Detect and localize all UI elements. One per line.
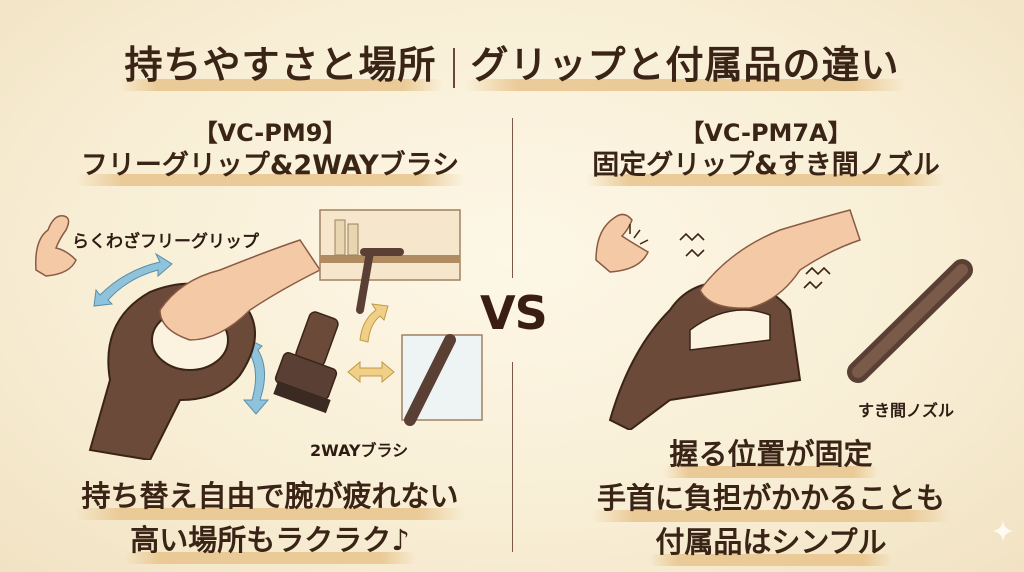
left-benefits: 持ち替え自由で腕が疲れない 高い場所もラクラク♪: [35, 474, 505, 564]
2way-brush-label: 2WAYブラシ: [310, 441, 409, 460]
shelf-scene-illustration: [319, 209, 461, 314]
sparkle-icon: [992, 520, 1014, 542]
left-model-subtitle: フリーグリップ&2WAYブラシ: [74, 148, 466, 186]
strain-squiggle-icon: [679, 232, 831, 290]
fixed-grip-handle-illustration: [608, 209, 861, 430]
left-benefit-1: 持ち替え自由で腕が疲れない: [75, 474, 465, 520]
vs-label: VS: [480, 286, 548, 340]
right-illustration: [595, 209, 973, 430]
crevice-nozzle-label: すき間ノズル: [858, 401, 955, 420]
left-model-name: 【VC-PM9】: [193, 119, 347, 147]
title-separator: [452, 47, 455, 88]
center-divider-bottom: [512, 362, 513, 552]
page-title: 持ちやすさと場所グリップと付属品の違い: [0, 34, 1024, 91]
right-model-header: 【VC-PM7A】 固定グリップ&すき間ノズル: [536, 118, 996, 186]
free-grip-label: らくわざフリーグリップ: [72, 232, 259, 252]
left-benefit-2: 高い場所もラクラク♪: [124, 518, 416, 564]
brush-conversion-arrows-icon: [347, 303, 395, 384]
flexed-arm-icon: [35, 215, 77, 277]
crevice-nozzle-illustration: [847, 259, 973, 383]
right-model-name: 【VC-PM7A】: [680, 119, 852, 147]
left-model-header: 【VC-PM9】 フリーグリップ&2WAYブラシ: [40, 118, 500, 186]
right-model-subtitle: 固定グリップ&すき間ノズル: [586, 148, 946, 186]
right-drawbacks: 握る位置が固定 手首に負担がかかることも 付属品はシンプル: [536, 432, 1006, 566]
right-point-1: 握る位置が固定: [663, 432, 879, 478]
title-right: グリップと付属品の違い: [464, 34, 906, 91]
center-divider-top: [512, 118, 513, 278]
title-left: 持ちやすさと場所: [118, 34, 443, 91]
right-point-3: 付属品はシンプル: [649, 520, 893, 566]
free-grip-handle-illustration: [88, 239, 322, 460]
left-illustration: [35, 209, 483, 460]
2way-brush-illustration: [273, 311, 339, 414]
flexed-arm-icon: [595, 213, 649, 273]
right-point-2: 手首に負担がかかることも: [590, 476, 952, 522]
window-scene-illustration: [401, 334, 483, 426]
